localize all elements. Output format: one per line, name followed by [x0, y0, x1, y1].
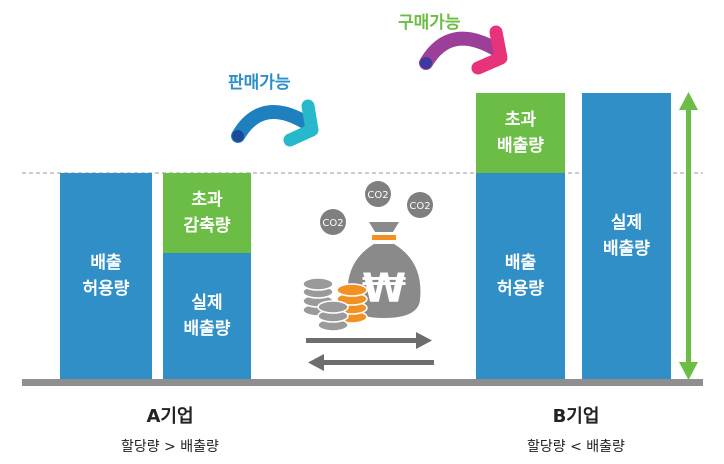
company-b-condition: 할당량 < 배출량 — [527, 439, 625, 455]
buy-label: 구매가능 — [398, 13, 461, 33]
baseline — [22, 379, 703, 386]
company-a-condition: 할당량 > 배출량 — [121, 439, 219, 455]
svg-text:CO2: CO2 — [367, 190, 388, 201]
a-actual-emission-bar: 실제 배출량 — [163, 253, 251, 379]
company-b-title: B기업 — [552, 406, 600, 427]
sell-curved-arrow-icon — [231, 99, 319, 147]
b-allowance-bar: 배출 허용량 — [476, 173, 565, 379]
won-symbol: ₩ — [362, 266, 406, 312]
b-excess-emission-bar: 초과 배출량 — [476, 93, 565, 173]
company-a-title: A기업 — [146, 406, 194, 427]
coins-icon — [302, 277, 368, 332]
double-arrow-icon — [679, 92, 698, 380]
b-actual-emission-bar: 실제 배출량 — [582, 93, 671, 379]
a-allowance-bar: 배출 허용량 — [60, 173, 152, 379]
co2-bubble-icon: CO2 — [407, 192, 433, 218]
co2-bubble-icon: CO2 — [320, 209, 346, 235]
a-excess-reduction-bar: 초과 감축량 — [163, 173, 251, 253]
trade-arrows-icon — [306, 332, 434, 371]
svg-text:CO2: CO2 — [409, 201, 430, 212]
buy-curved-arrow-icon — [419, 25, 508, 75]
svg-text:CO2: CO2 — [322, 218, 343, 229]
sell-label: 판매가능 — [228, 73, 291, 93]
co2-bubble-icon: CO2 — [365, 181, 391, 207]
